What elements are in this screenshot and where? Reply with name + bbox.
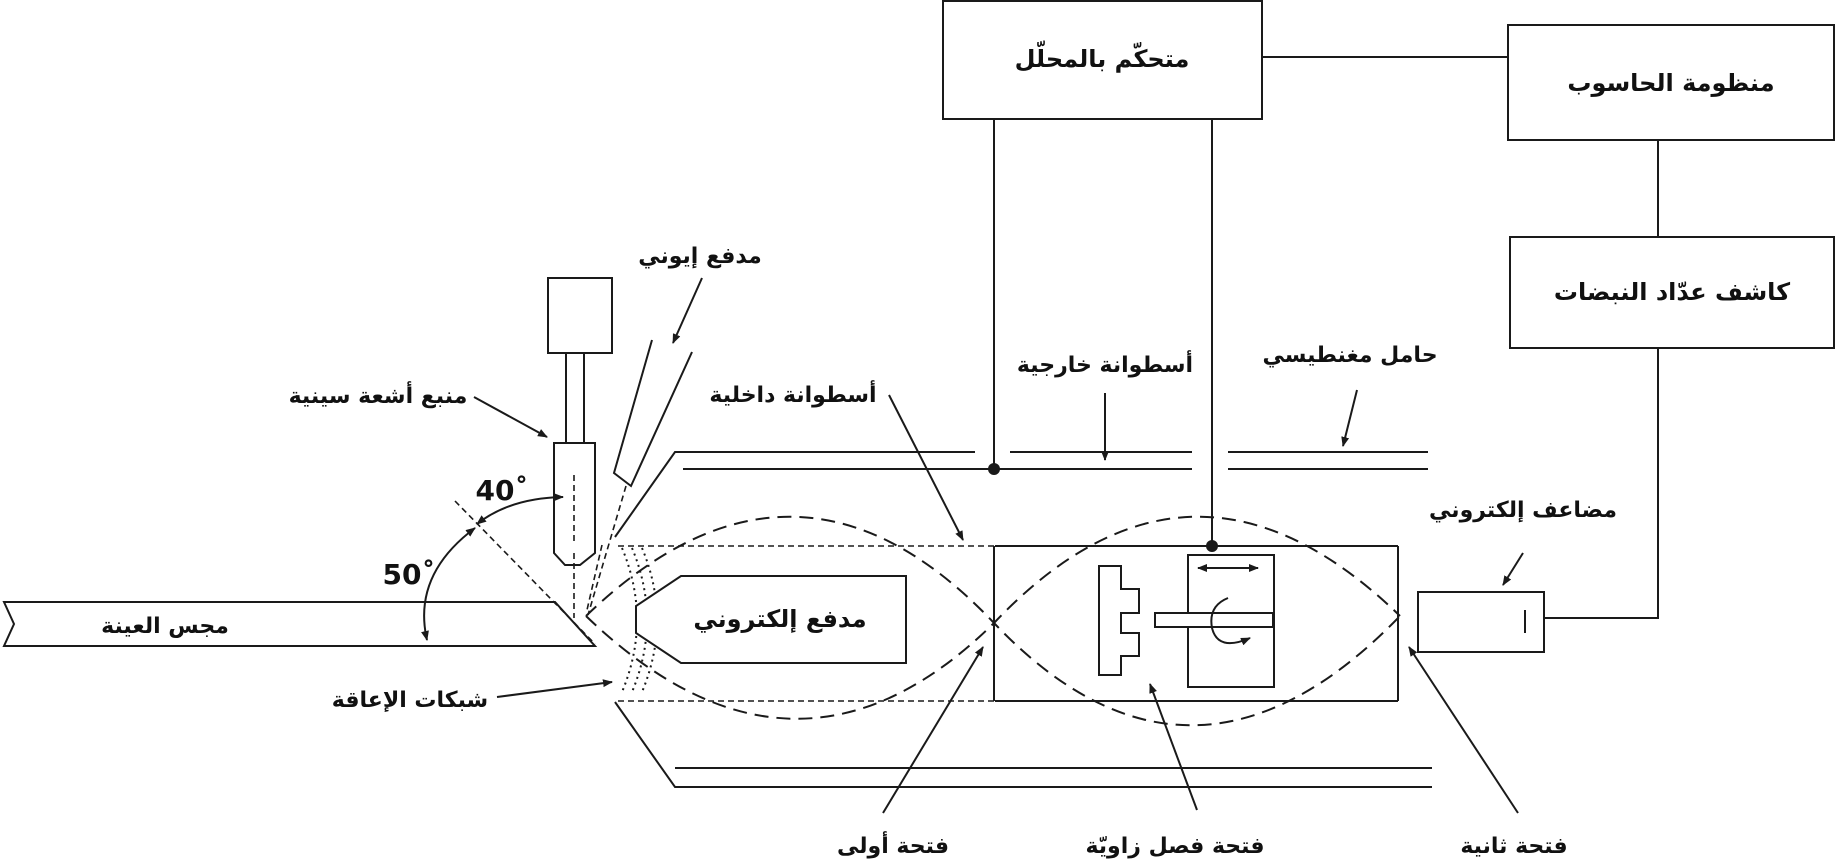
- angle-aperture-pointer: [1149, 683, 1198, 811]
- xray-source-label: منبع أشعة سينية: [289, 380, 468, 409]
- angle-50-arc: [421, 527, 476, 641]
- controller-box: متحكّم بالمحلّل: [942, 0, 1263, 120]
- electron-multiplier-label: مضاعف إلكتروني: [1429, 498, 1617, 523]
- controller-label: متحكّم بالمحلّل: [1015, 41, 1190, 73]
- ion-gun-label: مدفع إيوني: [638, 244, 762, 269]
- electron-multiplier: [1417, 591, 1545, 653]
- magnetic-holder-pointer: [1341, 389, 1358, 447]
- xray-source: [547, 277, 613, 566]
- first-aperture-label: فتحة أولى: [837, 830, 949, 859]
- angle-50-label: 50˚: [383, 558, 436, 591]
- first-aperture-pointer: [882, 646, 984, 814]
- second-aperture-label: فتحة ثانية: [1460, 834, 1567, 859]
- ion-beam: [587, 485, 627, 616]
- counter-label: كاشف عدّاد النبضات: [1554, 278, 1790, 306]
- inner-cylinder-pointer: [888, 394, 964, 541]
- sample-holder-label: مجس العينة: [101, 614, 229, 639]
- computer-box: منظومة الحاسوب: [1507, 24, 1835, 141]
- outer-cylinder-label: أسطوانة خارجية: [1017, 349, 1193, 378]
- angle-aperture-label: فتحة فصل زاويّة: [1085, 834, 1264, 859]
- angle-40-arc: [476, 493, 564, 525]
- electron-trajectories: [585, 515, 1401, 727]
- ion-gun-pointer: [672, 277, 703, 344]
- counter-box: كاشف عدّاد النبضات: [1509, 236, 1835, 349]
- ion-gun: [586, 339, 693, 611]
- sample-holder: [2, 601, 598, 647]
- second-aperture-pointer: [1408, 646, 1519, 814]
- retarding-grids-label: شبكات الإعاقة: [332, 688, 488, 713]
- electron-multiplier-pointer: [1502, 552, 1524, 586]
- retarding-grids-pointer: [496, 679, 613, 698]
- angle-40-label: 40˚: [476, 474, 529, 507]
- magnetic-holder-label: حامل مغنطيسي: [1262, 343, 1437, 368]
- electron-gun-label: مدفع إلكتروني: [693, 605, 866, 633]
- inner-cylinder-label: أسطوانة داخلية: [709, 379, 876, 408]
- inner-cylinder: [618, 545, 1399, 702]
- analyzer-axis-line: [454, 500, 596, 645]
- computer-label: منظومة الحاسوب: [1567, 69, 1774, 97]
- wire-counter-multiplier: [1543, 348, 1659, 619]
- angle-aperture: [1098, 554, 1275, 688]
- xray-source-pointer: [473, 396, 548, 438]
- electron-gun: مدفع إلكتروني: [635, 575, 907, 664]
